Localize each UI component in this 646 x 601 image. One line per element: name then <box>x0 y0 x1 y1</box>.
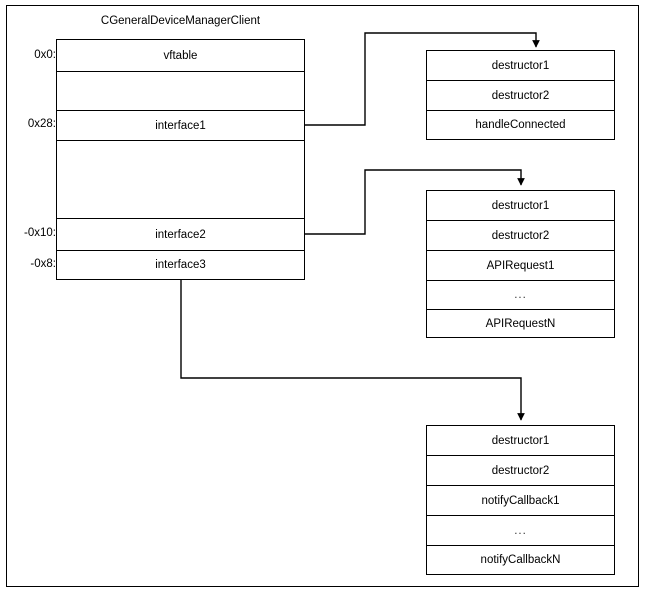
offset-label-0x0: 0x0: <box>34 49 56 61</box>
vtable3-entry-destructor2[interactable]: destructor2 <box>427 456 614 486</box>
vtable3-entry-ellipsis: ... <box>427 516 614 546</box>
vtable2-entry-APIRequest1[interactable]: APIRequest1 <box>427 251 614 281</box>
vtable1-entry-destructor2[interactable]: destructor2 <box>427 81 614 111</box>
vtable3-entry-notifyCallbackN[interactable]: notifyCallbackN <box>427 546 614 574</box>
offset-label-neg0x8: -0x8: <box>30 258 56 270</box>
vtable1-entry-handleConnected[interactable]: handleConnected <box>427 111 614 139</box>
vtable3-entry-notifyCallback1[interactable]: notifyCallback1 <box>427 486 614 516</box>
vtable2-entry-APIRequestN[interactable]: APIRequestN <box>427 310 614 337</box>
vtable2-entry-destructor2[interactable]: destructor2 <box>427 221 614 251</box>
vtable2-entry-ellipsis: ... <box>427 281 614 310</box>
struct-row-padding-2[interactable] <box>57 141 304 219</box>
vtable1-entry-destructor1[interactable]: destructor1 <box>427 51 614 81</box>
vtable2-entry-destructor1[interactable]: destructor1 <box>427 191 614 221</box>
struct-row-vftable[interactable]: vftable <box>57 40 304 72</box>
offset-label-neg0x10: -0x10: <box>24 227 56 239</box>
page-border <box>6 5 639 587</box>
struct-box: vftable interface1 interface2 interface3 <box>56 39 305 280</box>
struct-row-interface2[interactable]: interface2 <box>57 219 304 251</box>
struct-row-padding-1[interactable] <box>57 72 304 111</box>
struct-row-interface3[interactable]: interface3 <box>57 251 304 279</box>
vtable-box-interface2: destructor1 destructor2 APIRequest1 ... … <box>426 190 615 338</box>
offset-label-0x28: 0x28: <box>27 118 56 130</box>
struct-row-interface1[interactable]: interface1 <box>57 111 304 141</box>
vtable3-entry-destructor1[interactable]: destructor1 <box>427 426 614 456</box>
struct-title: CGeneralDeviceManagerClient <box>100 15 261 27</box>
vtable-box-interface1: destructor1 destructor2 handleConnected <box>426 50 615 140</box>
vtable-box-interface3: destructor1 destructor2 notifyCallback1 … <box>426 425 615 575</box>
